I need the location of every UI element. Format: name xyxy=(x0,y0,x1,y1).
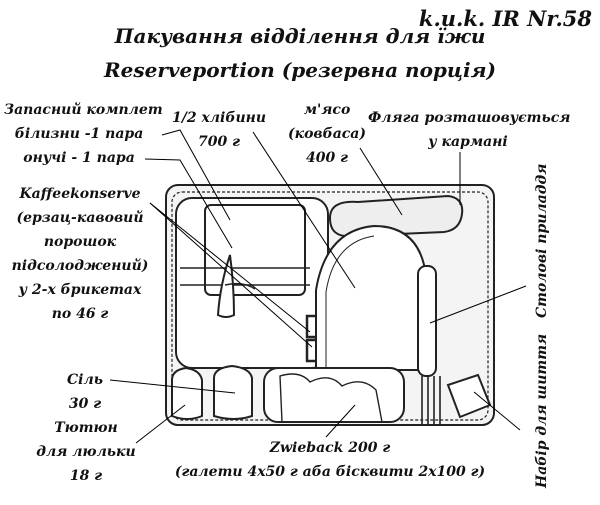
label-coffee-line2: (ерзац-кавовий xyxy=(16,210,144,226)
label-linen-line1: Запасний комплет xyxy=(4,102,163,118)
label-canteen: Фляга розташовується у кармані xyxy=(368,106,571,154)
label-coffee-line4: підсолоджений) xyxy=(11,258,149,274)
label-zwieback-line1: Zwieback 200 г xyxy=(269,440,391,456)
label-canteen-line2: у кармані xyxy=(428,134,508,150)
leader-cutlery xyxy=(429,285,527,324)
label-linen-line2: білизни -1 пара xyxy=(14,126,144,142)
page-subtitle: Reserveportion (резервна порція) xyxy=(104,58,496,82)
label-bread-line1: 1/2 хлібини xyxy=(171,110,267,126)
label-canteen-line1: Фляга розташовується xyxy=(368,110,571,126)
leader-sewing xyxy=(473,391,521,431)
unit-label: k.u.k. IR Nr.58 xyxy=(418,6,592,31)
leader-lines xyxy=(109,129,527,444)
label-linen-line3: онучі - 1 пара xyxy=(23,150,135,166)
label-salt-line1: Сіль xyxy=(67,372,103,388)
label-salt-line2: 30 г xyxy=(68,396,102,412)
label-sewing-kit: Набір для шиття xyxy=(534,333,550,488)
label-coffee: Kaffeekonserve (ерзац-кавовий порошок пі… xyxy=(0,182,160,326)
fork xyxy=(421,376,441,426)
knife-handle xyxy=(417,265,437,377)
leader-tobacco xyxy=(135,404,186,444)
leader-linen-b xyxy=(144,158,233,249)
label-meat-line3: 400 г xyxy=(306,150,348,166)
label-salt: Сіль 30 г xyxy=(40,368,130,416)
label-coffee-line5: у 2-х брикетах xyxy=(18,282,142,298)
label-coffee-line1: Kaffeekonserve xyxy=(19,186,141,202)
label-coffee-line3: порошок xyxy=(43,234,117,250)
label-tobacco: Тютюн для люльки 18 г xyxy=(26,416,146,488)
label-tobacco-line2: для люльки xyxy=(36,444,136,460)
label-meat-line1: м'ясо xyxy=(303,102,351,118)
leader-linen-a xyxy=(161,129,231,221)
salt-sack xyxy=(171,366,203,420)
label-coffee-line6: по 46 г xyxy=(51,306,109,322)
leader-bread xyxy=(252,131,356,289)
label-meat: м'ясо (ковбаса) 400 г xyxy=(282,98,372,170)
label-bread-line2: 700 г xyxy=(198,134,240,150)
label-tobacco-line3: 18 г xyxy=(69,468,103,484)
leader-coffee-a xyxy=(149,202,311,333)
label-cutlery: Столові приладдя xyxy=(534,163,550,318)
label-linen: Запасний комплет білизни -1 пара онучі -… xyxy=(4,98,163,170)
bread-half xyxy=(315,224,432,371)
leader-meat xyxy=(359,147,403,216)
label-zwieback-line2: (галети 4х50 г аба бісквити 2х100 г) xyxy=(174,464,486,480)
label-tobacco-line1: Тютюн xyxy=(54,420,118,436)
leader-zwieback xyxy=(325,404,356,438)
label-bread: 1/2 хлібини 700 г xyxy=(166,106,272,154)
leader-coffee-b xyxy=(149,202,313,348)
zwieback-package xyxy=(263,367,405,423)
tie-knot xyxy=(216,254,236,318)
page-title: Пакування відділення для їжи xyxy=(114,24,486,48)
label-zwieback: Zwieback 200 г (галети 4х50 г аба біскви… xyxy=(160,436,500,484)
label-meat-line2: (ковбаса) xyxy=(287,126,367,142)
leader-salt xyxy=(109,379,236,394)
sausage xyxy=(328,194,464,238)
